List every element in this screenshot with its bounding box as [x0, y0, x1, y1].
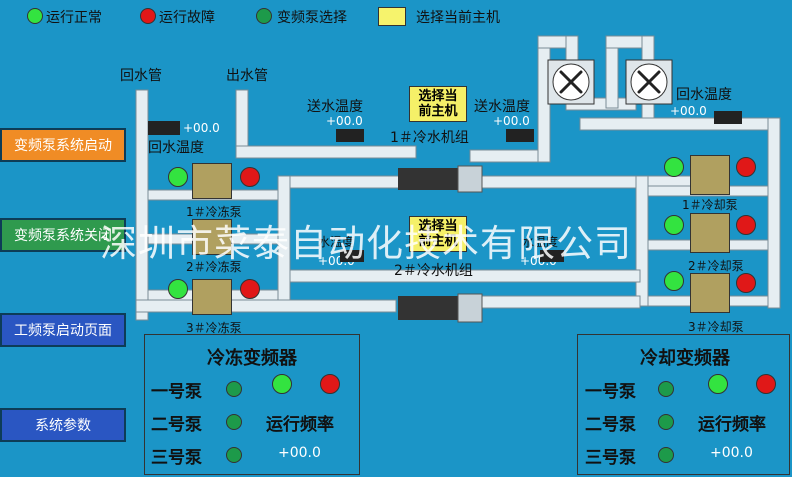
- freeze-pump1-fault-icon: [240, 167, 260, 187]
- vfd-system-start-button[interactable]: 变频泵系统启动: [0, 128, 126, 162]
- outlet-pipe-label: 出水管: [226, 68, 268, 84]
- freeze-pump1-run-icon: [168, 167, 188, 187]
- cool-pump3-row: 三号泵: [585, 448, 636, 468]
- freeze-pump3-icon[interactable]: [192, 279, 232, 315]
- cool-pump2-row: 二号泵: [585, 415, 636, 435]
- cool-pump3-status-icon[interactable]: [658, 447, 674, 463]
- chiller1-label: 1＃冷水机组: [390, 130, 469, 146]
- return-temp-right-value: +00.0: [670, 104, 707, 118]
- temp-sensor-icon: [148, 121, 180, 135]
- freeze-pump2-icon[interactable]: [192, 219, 232, 255]
- cool-pump1-label: 1＃冷却泵: [682, 198, 738, 212]
- temp-sensor-icon: [714, 111, 742, 124]
- select-host-indicator-icon: [378, 7, 406, 26]
- cool-pump2-label: 2＃冷却泵: [688, 259, 744, 273]
- temp-sensor-icon: [506, 129, 534, 142]
- select-chiller2-button[interactable]: 选择当 前主机: [409, 216, 467, 252]
- supply-temp-1-label: 送水温度: [307, 99, 363, 115]
- freeze-pump2-status-icon[interactable]: [226, 414, 242, 430]
- freeze-pump3-status-icon[interactable]: [226, 447, 242, 463]
- cool-pump1-status-icon[interactable]: [658, 381, 674, 397]
- cool-pump3-icon[interactable]: [690, 273, 730, 313]
- cool-freq-label: 运行频率: [698, 415, 766, 435]
- freeze-pump1-icon[interactable]: [192, 163, 232, 199]
- freeze-pump1-label: 1＃冷冻泵: [186, 205, 242, 219]
- supply-temp-2-value: +00.0: [493, 114, 530, 128]
- system-params-button[interactable]: 系统参数: [0, 408, 126, 442]
- freeze-pump2-label: 2＃冷冻泵: [186, 260, 242, 274]
- fault-indicator-icon: [140, 8, 156, 24]
- freeze-vfd-title: 冷冻变频器: [207, 348, 297, 369]
- freeze-fault-indicator-icon: [320, 374, 340, 394]
- return-temp-left-value: +00.0: [183, 121, 220, 135]
- return-pipe-label: 回水管: [120, 68, 162, 84]
- cool-pump2-run-icon: [664, 215, 684, 235]
- cool-pump1-row: 一号泵: [585, 382, 636, 402]
- chiller2-left-temp-label: 水温度: [318, 235, 355, 249]
- cool-fault-indicator-icon: [756, 374, 776, 394]
- legend-vfd-select-label: 变频泵选择: [277, 10, 347, 26]
- freeze-pump1-row: 一号泵: [151, 382, 202, 402]
- cool-pump3-run-icon: [664, 271, 684, 291]
- freeze-pump2-row: 二号泵: [151, 415, 202, 435]
- cool-freq-value: +00.0: [710, 445, 753, 461]
- temp-sensor-icon: [340, 250, 364, 262]
- company-watermark: 深圳市菜泰自动化技术有限公司: [100, 222, 632, 265]
- return-temp-left-label: 回水温度: [148, 140, 204, 156]
- cool-pump2-status-icon[interactable]: [658, 414, 674, 430]
- temp-sensor-icon: [336, 129, 364, 142]
- running-indicator-icon: [27, 8, 43, 24]
- freeze-pump3-run-icon: [168, 279, 188, 299]
- chiller2-right-temp-label: 水温度: [522, 235, 559, 249]
- legend-fault-label: 运行故障: [159, 10, 215, 26]
- chiller2-label: 2＃冷水机组: [394, 263, 473, 279]
- select-chiller1-button[interactable]: 选择当 前主机: [409, 86, 467, 122]
- cool-vfd-title: 冷却变频器: [640, 348, 730, 369]
- freeze-vfd-panel: [144, 334, 360, 475]
- freeze-pump1-status-icon[interactable]: [226, 381, 242, 397]
- supply-temp-2-label: 送水温度: [474, 99, 530, 115]
- cool-pump3-label: 3＃冷却泵: [688, 320, 744, 334]
- freeze-run-indicator-icon: [272, 374, 292, 394]
- cool-pump1-run-icon: [664, 157, 684, 177]
- freeze-pump3-row: 三号泵: [151, 448, 202, 468]
- cool-pump3-fault-icon: [736, 273, 756, 293]
- freeze-pump3-label: 3＃冷冻泵: [186, 321, 242, 335]
- cool-run-indicator-icon: [708, 374, 728, 394]
- legend-select-host-label: 选择当前主机: [416, 10, 500, 26]
- cool-pump1-fault-icon: [736, 157, 756, 177]
- vfd-system-stop-button[interactable]: 变频泵系统关闭: [0, 218, 126, 252]
- return-temp-right-label: 回水温度: [676, 87, 732, 103]
- temp-sensor-icon: [540, 250, 564, 262]
- cool-pump2-fault-icon: [736, 215, 756, 235]
- cool-pump2-icon[interactable]: [690, 213, 730, 253]
- legend-running-label: 运行正常: [46, 10, 102, 26]
- supply-temp-1-value: +00.0: [326, 114, 363, 128]
- freeze-freq-value: +00.0: [278, 445, 321, 461]
- freq-pump-start-page-button[interactable]: 工频泵启动页面: [0, 313, 126, 347]
- vfd-select-indicator-icon: [256, 8, 272, 24]
- freeze-pump3-fault-icon: [240, 279, 260, 299]
- cool-pump1-icon[interactable]: [690, 155, 730, 195]
- freeze-freq-label: 运行频率: [266, 415, 334, 435]
- cool-vfd-panel: [577, 334, 790, 475]
